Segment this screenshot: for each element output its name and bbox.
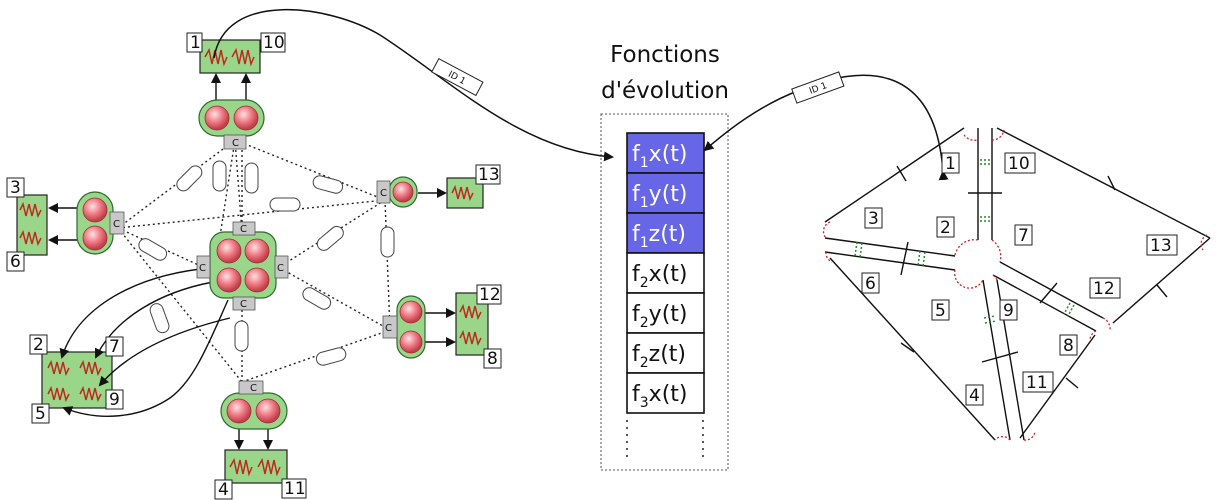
node-pills	[76, 99, 426, 430]
svg-text:C: C	[385, 323, 392, 334]
svg-text:1: 1	[945, 154, 956, 174]
function-panel-frame	[600, 113, 729, 471]
spring-capsules	[138, 160, 395, 366]
function-label: f2y(t)	[632, 302, 687, 331]
svg-text:8: 8	[1063, 336, 1074, 356]
svg-text:5: 5	[935, 301, 946, 321]
label-8: 8	[487, 349, 498, 369]
waveforms	[19, 47, 482, 477]
tiling-diagram	[824, 127, 1211, 441]
svg-text:4: 4	[969, 386, 980, 406]
right-number-labels	[861, 152, 1178, 406]
label-10: 10	[263, 33, 285, 53]
function-row: f3x(t)	[626, 372, 705, 414]
svg-text:C: C	[199, 263, 206, 274]
label-7: 7	[109, 337, 120, 357]
label-4: 4	[218, 480, 229, 500]
svg-text:11: 11	[1026, 373, 1048, 393]
label-2: 2	[33, 335, 44, 355]
svg-text:6: 6	[865, 274, 876, 294]
solid-arrows	[48, 73, 456, 450]
svg-text:7: 7	[1018, 226, 1029, 246]
controller-labels: C C C C C C C C C	[113, 138, 392, 394]
function-row: f1y(t)	[626, 172, 705, 214]
function-label: f1z(t)	[632, 222, 686, 251]
svg-text:2: 2	[940, 218, 951, 238]
svg-text:C: C	[380, 188, 387, 199]
function-label: f1x(t)	[632, 142, 687, 171]
svg-text:C: C	[240, 224, 247, 235]
svg-text:10: 10	[1008, 154, 1030, 174]
svg-text:C: C	[113, 219, 120, 230]
id-arrow-left	[213, 9, 614, 162]
svg-text:C: C	[250, 383, 257, 394]
label-5: 5	[35, 404, 46, 424]
svg-text:C: C	[277, 263, 284, 274]
svg-text:C: C	[240, 299, 247, 310]
svg-text:C: C	[232, 138, 239, 149]
red-arcs	[822, 129, 1208, 441]
function-label: f3x(t)	[632, 382, 687, 411]
label-6: 6	[10, 252, 21, 272]
right-number-texts: 1 10 3 2 7 13 6 5 9 12 8 11 4	[865, 154, 1172, 406]
function-label: f2z(t)	[632, 342, 686, 371]
title-line-1: Fonctions	[610, 42, 720, 68]
network-diagram: C C C C C C C C C 1 10 3	[6, 32, 502, 500]
title-line-2: d'évolution	[601, 78, 729, 104]
function-list: f1x(t) f1y(t) f1z(t) f2x(t) f2y(t) f2z(t) f3x(…	[626, 132, 705, 414]
balls	[82, 105, 423, 424]
label-13: 13	[478, 165, 500, 185]
function-row: f2y(t)	[626, 292, 705, 334]
label-1: 1	[190, 33, 201, 53]
label-3: 3	[10, 178, 21, 198]
function-row: f1x(t)	[626, 132, 705, 174]
function-panel: Fonctions d'évolution f1x(t) f1y(t) f1z(t)…	[600, 42, 729, 471]
function-label: f2x(t)	[632, 262, 687, 291]
label-12: 12	[479, 285, 501, 305]
green-connectors	[854, 159, 1075, 324]
label-9: 9	[109, 390, 120, 410]
id-arrows	[213, 9, 949, 181]
function-row: f2z(t)	[626, 332, 705, 374]
svg-text:13: 13	[1150, 236, 1172, 256]
svg-text:3: 3	[868, 209, 879, 229]
svg-text:9: 9	[1003, 301, 1014, 321]
id-tag-right: ID 1	[791, 71, 845, 104]
left-number-labels	[6, 32, 502, 500]
label-11: 11	[284, 479, 306, 499]
id-tag-left: ID 1	[431, 58, 484, 97]
svg-text:12: 12	[1093, 279, 1115, 299]
function-row: f2x(t)	[626, 252, 705, 294]
controller-chips	[109, 134, 398, 395]
function-row: f1z(t)	[626, 212, 705, 254]
function-label: f1y(t)	[632, 182, 687, 211]
